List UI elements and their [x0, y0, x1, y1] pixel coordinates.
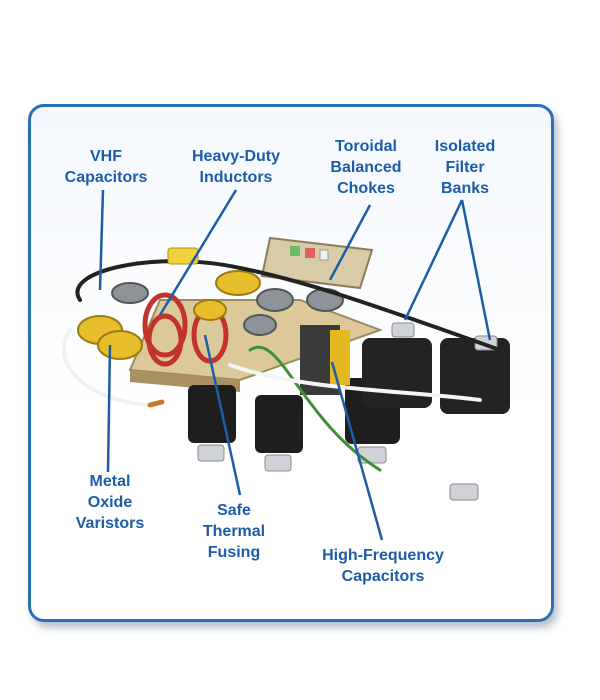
outlet-1 — [188, 385, 236, 462]
outlet-2 — [255, 395, 303, 472]
label-line: Isolated — [434, 138, 496, 155]
label-line: VHF — [90, 148, 122, 165]
leader-lines — [98, 189, 492, 541]
label-safe-thermal-fusing: Safe Thermal Fusing — [194, 500, 274, 563]
label-line: Balanced — [330, 159, 402, 176]
label-metal-oxide-varistors: Metal Oxide Varistors — [68, 471, 152, 534]
indicator-board — [260, 236, 374, 290]
label-line: Oxide — [87, 494, 133, 511]
label-line: Thermal — [202, 523, 266, 540]
label-heavy-duty-inductors: Heavy-Duty Inductors — [180, 146, 292, 188]
label-line: Filter — [445, 159, 485, 176]
label-high-frequency-capacitors: High-Frequency Capacitors — [318, 545, 448, 587]
label-line: Capacitors — [341, 568, 425, 585]
label-isolated-filter-banks: Isolated Filter Banks — [425, 136, 505, 199]
label-line: High-Frequency — [322, 547, 444, 564]
label-line: Capacitors — [64, 169, 148, 186]
spade-connector — [167, 247, 199, 265]
label-line: Fusing — [207, 544, 261, 561]
label-toroidal-balanced-chokes: Toroidal Balanced Chokes — [318, 136, 414, 199]
label-line: Metal — [89, 473, 131, 490]
label-line: Inductors — [199, 169, 273, 186]
label-line: Safe — [217, 502, 251, 519]
wiring — [62, 259, 502, 472]
label-vhf-capacitors: VHF Capacitors — [57, 146, 155, 188]
label-line: Heavy-Duty — [191, 148, 281, 165]
label-line: Varistors — [75, 515, 145, 532]
label-line: Toroidal — [335, 138, 397, 155]
label-line: Banks — [440, 180, 490, 197]
label-line: Chokes — [337, 180, 395, 197]
